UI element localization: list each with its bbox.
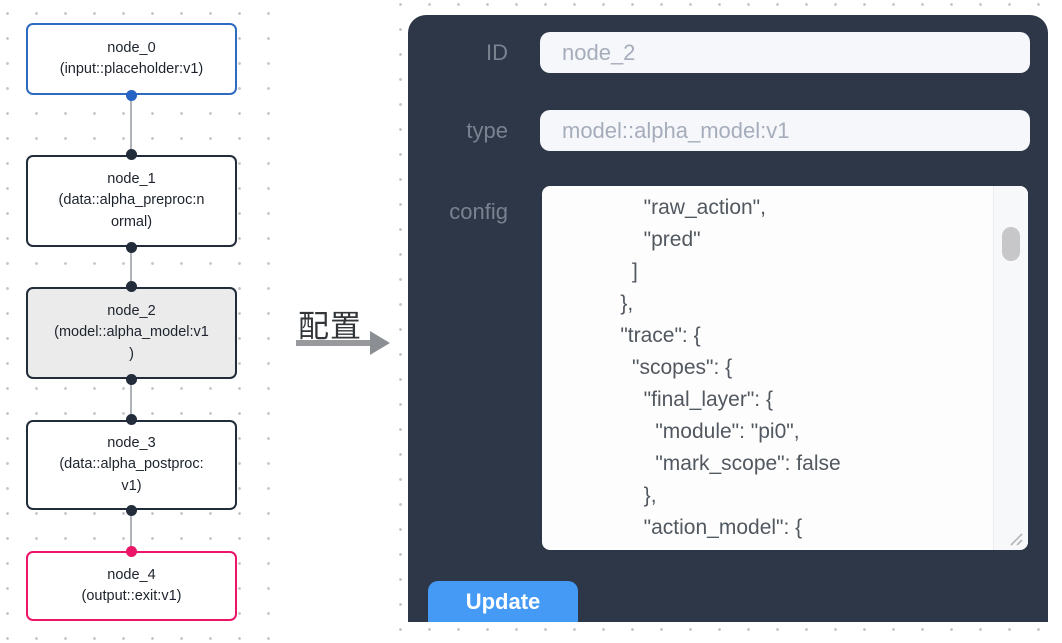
type-input[interactable] <box>540 110 1030 151</box>
right-arrow-head-icon <box>370 331 390 355</box>
id-field-label: ID <box>486 40 508 65</box>
right-arrow-icon <box>296 340 372 346</box>
node-config-panel: ID type config "raw_action", "pred" ] },… <box>408 15 1048 622</box>
config-scrollbar[interactable] <box>993 186 1028 550</box>
connection-handle-node1-source[interactable] <box>126 242 137 253</box>
config-field-label: config <box>449 199 508 224</box>
edge-node1-node2 <box>130 247 132 287</box>
update-button[interactable]: Update <box>428 581 578 622</box>
textarea-resize-handle-icon[interactable] <box>1008 531 1024 547</box>
connection-handle-node3-target[interactable] <box>126 414 137 425</box>
node-label: node_1 (data::alpha_preproc:n ormal) <box>58 170 205 230</box>
edge-node3-node4 <box>130 510 132 551</box>
flow-node-node_3[interactable]: node_3 (data::alpha_postproc: v1) <box>26 420 237 510</box>
id-input[interactable] <box>540 32 1030 73</box>
connection-handle-node1-target[interactable] <box>126 149 137 160</box>
connection-handle-node2-source[interactable] <box>126 374 137 385</box>
node-label: node_4 (output::exit:v1) <box>81 566 182 605</box>
config-scrollbar-thumb[interactable] <box>1002 227 1020 261</box>
flow-node-node_0[interactable]: node_0 (input::placeholder:v1) <box>26 23 237 95</box>
type-field-label: type <box>466 118 508 143</box>
edge-node2-node3 <box>130 379 132 420</box>
flow-node-node_4[interactable]: node_4 (output::exit:v1) <box>26 551 237 621</box>
config-json-content: "raw_action", "pred" ] }, "trace": { "sc… <box>620 196 841 539</box>
connection-handle-node3-source[interactable] <box>126 505 137 516</box>
connection-handle-node2-target[interactable] <box>126 281 137 292</box>
config-textarea[interactable]: "raw_action", "pred" ] }, "trace": { "sc… <box>542 186 1028 550</box>
flow-node-node_1[interactable]: node_1 (data::alpha_preproc:n ormal) <box>26 155 237 247</box>
node-label: node_3 (data::alpha_postproc: v1) <box>59 434 204 494</box>
configure-annotation-label: 配置 <box>298 309 362 344</box>
flow-node-node_2-selected[interactable]: node_2 (model::alpha_model:v1 ) <box>26 287 237 379</box>
node-label: node_0 (input::placeholder:v1) <box>59 39 204 78</box>
connection-handle-node4-target[interactable] <box>126 546 137 557</box>
node-label: node_2 (model::alpha_model:v1 ) <box>54 302 209 362</box>
connection-handle-node0-source[interactable] <box>126 90 137 101</box>
edge-node0-node1 <box>130 95 132 155</box>
